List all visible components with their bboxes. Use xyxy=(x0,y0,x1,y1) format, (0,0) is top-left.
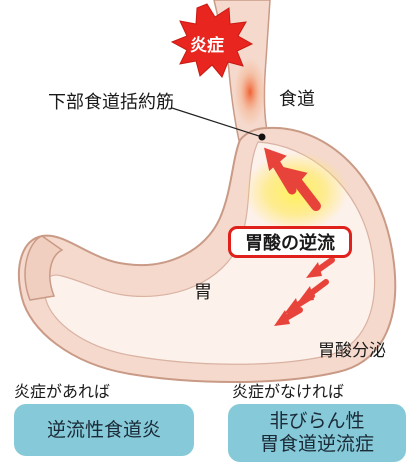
secretion-arrows xyxy=(274,257,335,326)
sphincter-leader-line xyxy=(171,107,263,138)
condition-with-inflammation: 炎症があれば xyxy=(14,382,111,401)
inflammation-label: 炎症 xyxy=(190,36,224,56)
reflux-callout: 胃酸の逆流 xyxy=(228,226,352,258)
result-nerd-line1: 非びらん性 xyxy=(269,410,365,432)
esophagus-label: 食道 xyxy=(279,89,315,110)
result-reflux-esophagitis: 逆流性食道炎 xyxy=(46,418,161,441)
stomach-label: 胃 xyxy=(194,282,212,303)
secretion-label: 胃酸分泌 xyxy=(318,341,386,361)
secretion-arrow xyxy=(306,257,335,278)
result-box-nerd: 非びらん性 胃食道逆流症 xyxy=(228,404,406,462)
result-box-reflux-esophagitis: 逆流性食道炎 xyxy=(14,404,194,456)
condition-without-inflammation: 炎症がなければ xyxy=(232,382,345,401)
duodenum xyxy=(24,235,64,301)
inflammation-burst xyxy=(170,3,254,78)
sphincter-point xyxy=(258,133,266,141)
result-nerd-line2: 胃食道逆流症 xyxy=(259,433,374,455)
secretion-arrow xyxy=(274,307,303,326)
reflux-arrow xyxy=(264,147,321,211)
inflammation-glow xyxy=(234,58,266,126)
sphincter-label: 下部食道括約筋 xyxy=(48,92,174,113)
